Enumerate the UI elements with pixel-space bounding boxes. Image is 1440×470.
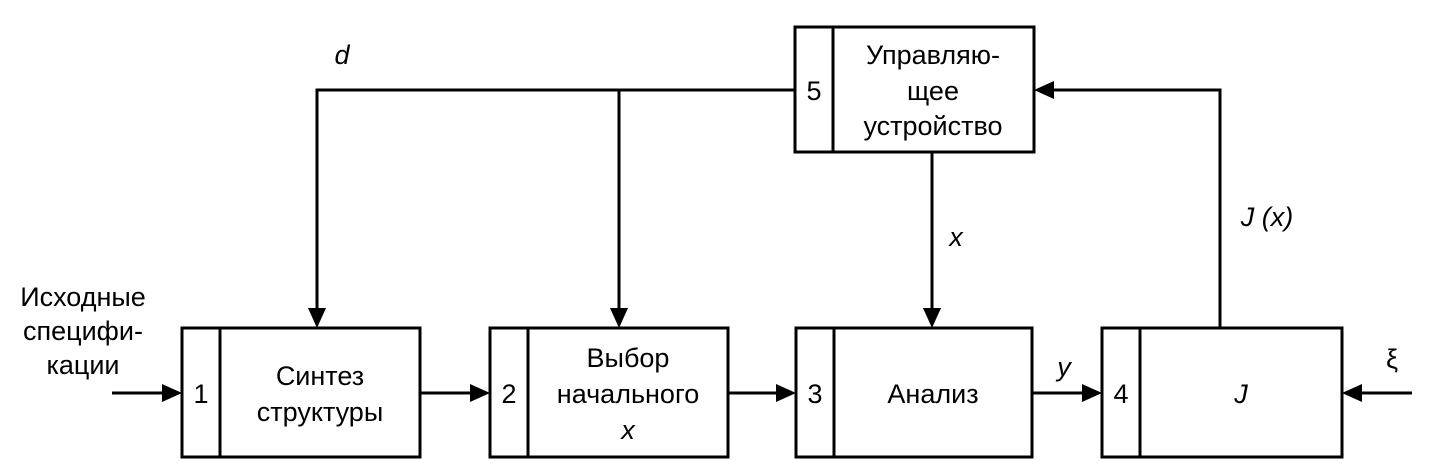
arrow-2-3-head (776, 384, 796, 402)
d-to-block2-head (610, 308, 628, 328)
arrow-3-4-head (1082, 384, 1102, 402)
feedback-jx-head (1034, 81, 1054, 99)
block-3-number: 3 (807, 379, 822, 409)
block-3-analysis: 3 Анализ (794, 326, 1034, 459)
signal-y-label: y (1055, 352, 1072, 382)
input-spec-label-line1: Исходные (20, 282, 146, 312)
signal-d-label: d (334, 40, 350, 70)
input-spec-label-line3: кации (46, 350, 119, 380)
block-2-initial-choice: 2 Выбор начального x (488, 326, 730, 459)
d-signal-line (315, 88, 795, 312)
block-1-label-line1: Синтез (276, 361, 364, 391)
feedback-jx-line (1052, 88, 1222, 328)
xi-arrow-head (1342, 384, 1362, 402)
block-5-label-line1: Управляю- (866, 40, 1000, 70)
block-2-label-line1: Выбор (587, 343, 670, 373)
block-5-label-line2: щее (907, 76, 959, 106)
block-2-number: 2 (501, 379, 516, 409)
signal-xi-label: ξ (1386, 344, 1398, 374)
block-3-label: Анализ (887, 379, 978, 409)
block-2-label-line3: x (619, 415, 636, 445)
block-5-label-line3: устройство (863, 111, 1002, 141)
block-1-synthesis: 1 Синтез структуры (180, 326, 422, 459)
block-2-label-line2: начального (557, 379, 699, 409)
input-spec-label-line2: специфи- (23, 316, 143, 346)
block-5-number: 5 (806, 76, 821, 106)
block-4-label: J (1233, 379, 1248, 409)
block-1-label-line2: структуры (257, 397, 383, 427)
d-to-block1-head (308, 308, 326, 328)
block-4-criterion: 4 J (1100, 326, 1344, 459)
arrow-1-2-head (470, 384, 490, 402)
block-5-controller: 5 Управляю- щее устройство (793, 25, 1036, 154)
block-1-number: 1 (193, 379, 208, 409)
signal-jx-label: J (x) (1240, 202, 1293, 232)
input-arrow-head (162, 384, 182, 402)
signal-x-label: x (947, 222, 964, 252)
block-4-number: 4 (1113, 379, 1128, 409)
x-to-block3-head (923, 308, 941, 328)
